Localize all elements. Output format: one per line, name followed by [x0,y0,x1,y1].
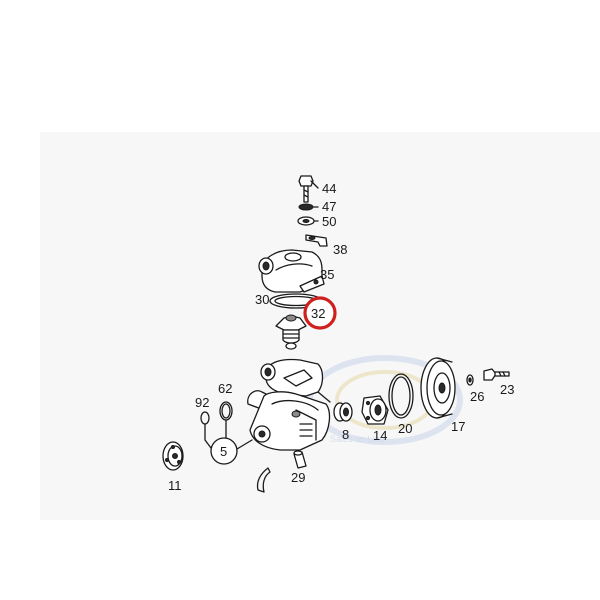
part-26-washer [466,374,474,386]
label-17: 17 [451,419,465,434]
part-14-hub [361,395,389,425]
label-47: 47 [322,199,336,214]
coolant-hose [256,467,271,493]
label-20: 20 [398,421,412,436]
label-30: 30 [255,292,269,307]
part-23-bolt [483,368,510,381]
label-92: 92 [195,395,209,410]
part-47-washer [298,203,319,211]
label-11: 11 [168,478,182,493]
part-38-bracket [305,234,328,247]
label-29: 29 [291,470,305,485]
part-35-thermostat-housing [258,249,325,293]
label-8: 8 [342,427,349,442]
highlight-ring [303,296,337,330]
label-23: 23 [500,382,514,397]
part-17-pulley [420,357,456,419]
label-35: 35 [320,267,334,282]
part-32-thermostat [275,314,307,350]
label-5: 5 [220,444,227,459]
part-44-bolt [298,175,319,203]
label-38: 38 [333,242,347,257]
label-50: 50 [322,214,336,229]
water-pump-body [247,358,331,451]
part-50-washer [297,216,319,226]
part-30-gasket [269,293,323,309]
label-32-highlighted: 32 [311,306,325,321]
part-5-callout [210,437,238,465]
part-11-pulley [162,441,184,471]
watermark-text: Sales on Line [330,434,385,444]
label-44: 44 [322,181,336,196]
part-8-seal [333,402,353,422]
label-62: 62 [218,381,232,396]
part-62-o-ring [219,401,233,439]
part-29-sleeve [293,450,307,469]
label-26: 26 [470,389,484,404]
part-20-o-ring [388,373,414,419]
label-14: 14 [373,428,387,443]
